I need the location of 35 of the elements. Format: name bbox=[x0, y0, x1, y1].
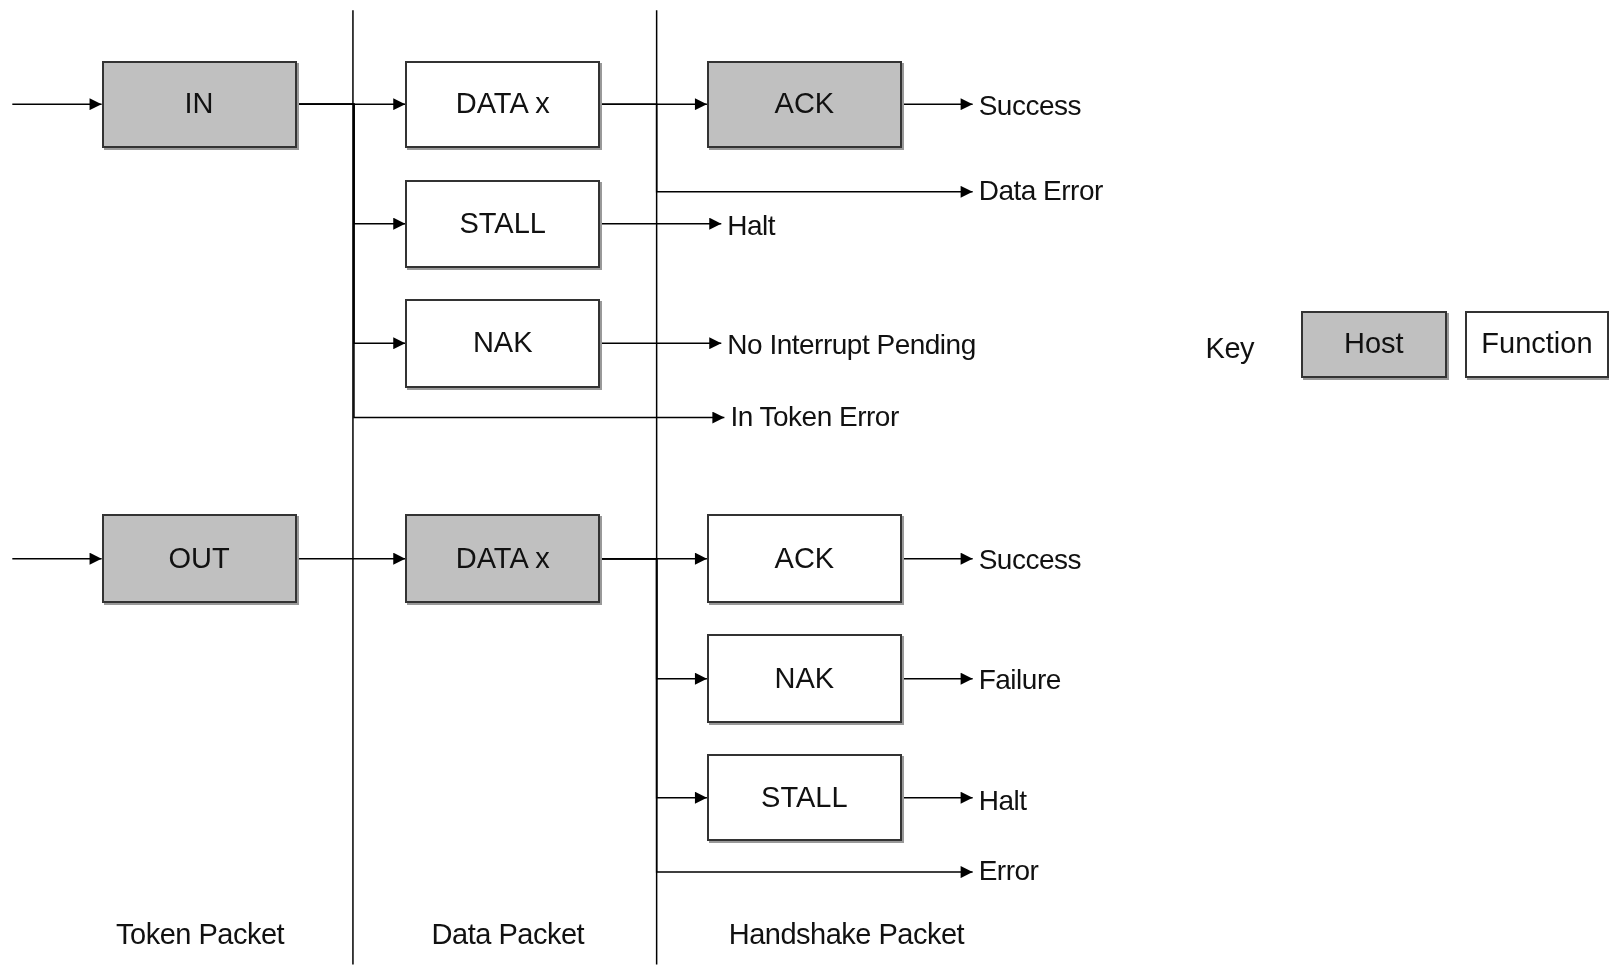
outcome-text: Failure bbox=[974, 661, 1065, 700]
arrow bbox=[599, 103, 974, 198]
packet-box: STALL bbox=[405, 179, 601, 268]
outcome-text: Success bbox=[974, 86, 1085, 125]
column-label: Handshake Packet bbox=[728, 916, 965, 952]
outcome-text: Data Error bbox=[974, 171, 1107, 210]
column-label: Token Packet bbox=[116, 916, 285, 952]
outcome-text: In Token Error bbox=[726, 397, 903, 436]
arrow bbox=[11, 98, 103, 111]
outcome-text: Success bbox=[974, 541, 1085, 580]
arrow bbox=[599, 557, 974, 879]
key-label: Key bbox=[1205, 330, 1255, 366]
packet-box: DATA x bbox=[405, 60, 601, 148]
arrow bbox=[901, 791, 974, 804]
legend-swatch: Host bbox=[1300, 310, 1447, 378]
arrow bbox=[599, 217, 723, 230]
packet-box: ACK bbox=[706, 514, 902, 604]
packet-box: ACK bbox=[706, 60, 902, 148]
outcome-text: No Interrupt Pending bbox=[723, 325, 980, 364]
outcome-text: Error bbox=[974, 852, 1043, 891]
arrow bbox=[11, 552, 103, 565]
outcome-text: Halt bbox=[723, 206, 780, 245]
packet-box: NAK bbox=[706, 634, 902, 724]
arrow bbox=[599, 337, 723, 350]
legend-swatch: Function bbox=[1465, 310, 1609, 378]
packet-box: STALL bbox=[706, 754, 902, 842]
packet-box: IN bbox=[101, 60, 297, 148]
outcome-text: Halt bbox=[974, 782, 1031, 821]
arrow bbox=[901, 672, 974, 685]
arrow bbox=[901, 98, 974, 111]
packet-box: OUT bbox=[101, 514, 297, 604]
arrow bbox=[901, 552, 974, 565]
column-label: Data Packet bbox=[431, 916, 585, 952]
packet-box: DATA x bbox=[405, 514, 601, 604]
packet-box: NAK bbox=[405, 298, 601, 388]
